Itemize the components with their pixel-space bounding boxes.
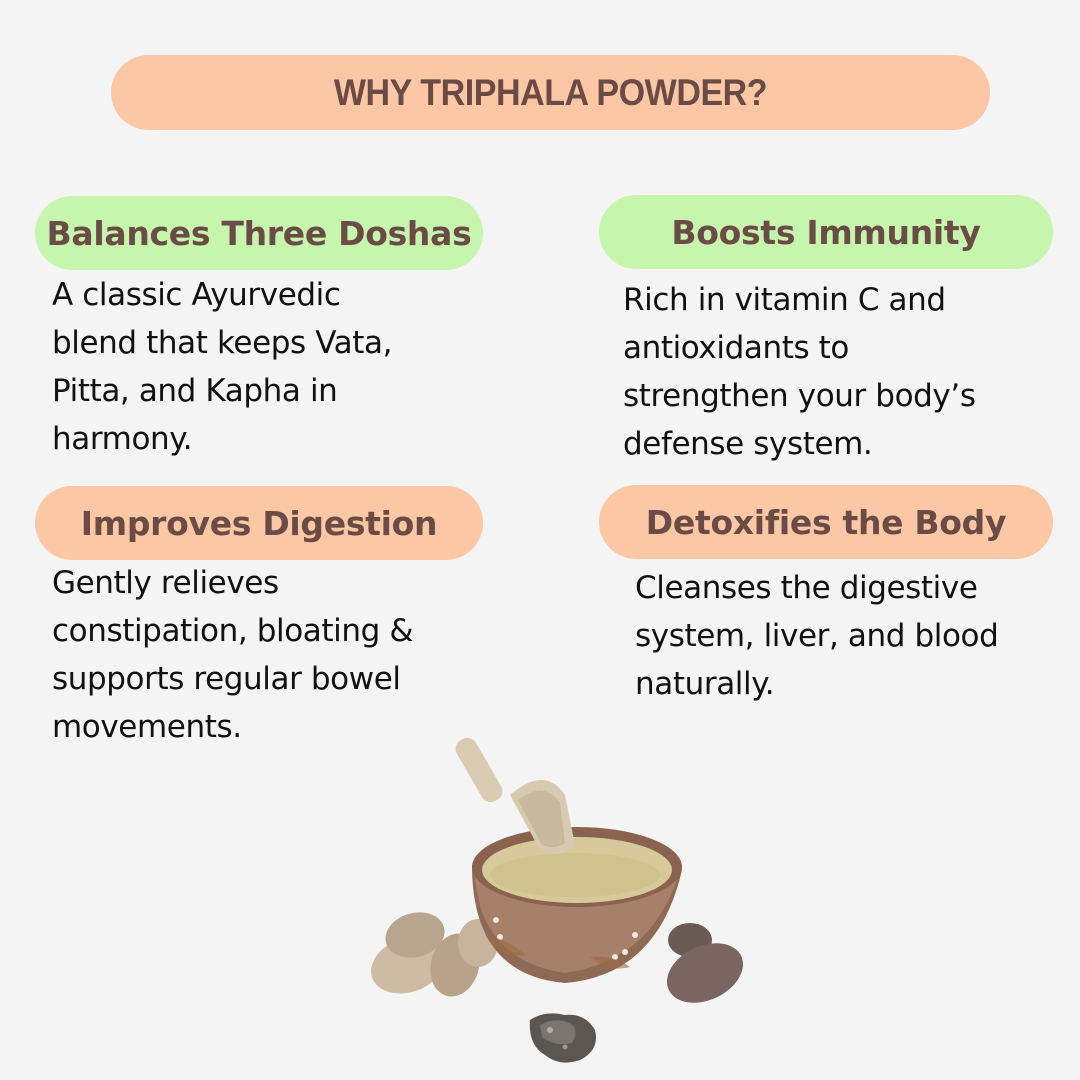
benefit-heading-improves-digestion: Improves Digestion — [35, 486, 483, 560]
wooden-scoop-icon — [455, 737, 575, 854]
benefit-title: Detoxifies the Body — [645, 502, 1007, 542]
benefit-heading-detoxifies-body: Detoxifies the Body — [599, 485, 1053, 559]
benefit-title: Boosts Immunity — [671, 212, 981, 252]
benefit-heading-balances-doshas: Balances Three Doshas — [35, 196, 483, 270]
page-title: WHY TRIPHALA POWDER? — [333, 71, 768, 113]
benefit-title: Improves Digestion — [80, 503, 438, 543]
benefit-description: A classic Ayurvedic blend that keeps Vat… — [52, 277, 393, 457]
benefit-description: Rich in vitamin C and antioxidants to st… — [623, 282, 976, 462]
dried-fruit-right-icon — [666, 923, 744, 1003]
clay-bowl-icon — [472, 827, 682, 983]
benefit-description: Gently relieves constipation, bloating &… — [52, 565, 414, 745]
dried-amla-piece-icon — [529, 1013, 596, 1063]
triphala-powder-bowl-image — [371, 737, 744, 1063]
benefit-heading-boosts-immunity: Boosts Immunity — [599, 195, 1053, 269]
benefit-title: Balances Three Doshas — [46, 213, 472, 253]
dried-fruit-left-icon — [371, 912, 498, 997]
title-banner: WHY TRIPHALA POWDER? — [111, 55, 990, 130]
benefit-description: Cleanses the digestive system, liver, an… — [635, 570, 999, 702]
